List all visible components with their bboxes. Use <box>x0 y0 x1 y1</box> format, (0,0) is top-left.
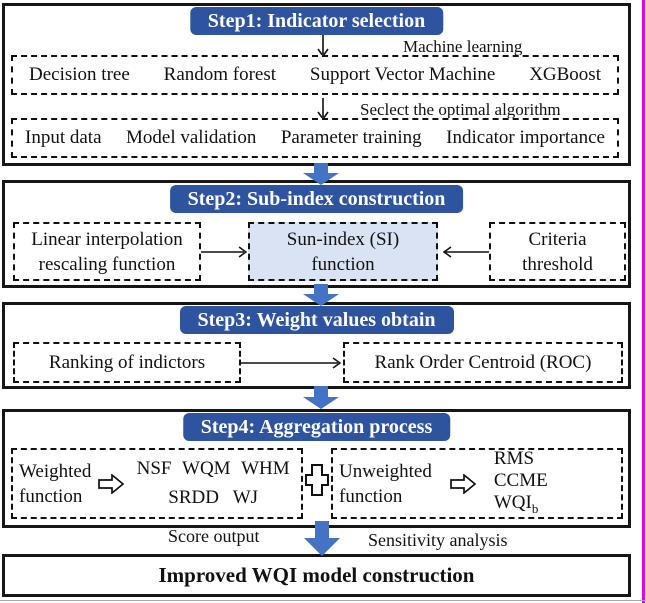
method-item: SRDD <box>168 487 219 508</box>
algorithm-item: Support Vector Machine <box>309 64 496 85</box>
method-item: WJ <box>232 487 259 508</box>
score-output-label: Score output <box>168 526 260 546</box>
right-arrow-icon <box>201 246 248 258</box>
sub-index-box: Sun-index (SI) function <box>248 222 438 281</box>
magenta-border-line <box>642 0 645 603</box>
block-arrow-icon <box>303 284 339 306</box>
box-line: Weighted <box>19 460 92 482</box>
method-item: NSF <box>136 458 172 479</box>
box-line: function <box>311 253 375 275</box>
algorithm-item: Decision tree <box>29 64 130 85</box>
plus-icon <box>305 464 329 496</box>
box-line: Criteria <box>528 228 587 250</box>
box-line: threshold <box>522 253 593 275</box>
right-arrow-icon <box>241 357 342 369</box>
method-item: RMS <box>493 447 535 469</box>
box-line: function <box>19 485 83 507</box>
hollow-right-arrow-icon <box>450 473 476 494</box>
step3-title: Step3: Weight values obtain <box>197 309 436 331</box>
block-arrow-icon <box>303 163 339 185</box>
algorithm-item: XGBoost <box>529 64 601 85</box>
left-arrow-icon <box>442 246 489 258</box>
training-box: Input data Model validation Parameter tr… <box>11 118 619 158</box>
criteria-threshold-box: Criteria threshold <box>489 222 626 281</box>
training-item: Input data <box>25 127 102 148</box>
box-line: Rank Order Centroid (ROC) <box>374 352 592 373</box>
wqi-base: WQI <box>493 491 532 513</box>
box-line: Unweighted <box>339 460 432 482</box>
training-item: Parameter training <box>280 127 422 148</box>
box-line: Ranking of indictors <box>48 352 206 373</box>
method-item: WQIb <box>494 492 538 520</box>
algorithms-box: Decision tree Random forest Support Vect… <box>11 55 619 95</box>
ranking-box: Ranking of indictors <box>13 342 241 383</box>
block-arrow-icon <box>303 386 339 409</box>
final-box: Improved WQI model construction <box>2 554 631 597</box>
section-step2: Step2: Sub-index construction Linear int… <box>2 180 631 288</box>
sensitivity-label: Sensitivity analysis <box>368 530 508 550</box>
step1-title: Step1: Indicator selection <box>207 10 426 32</box>
step3-header: Step3: Weight values obtain <box>179 306 454 334</box>
box-line: rescaling function <box>38 253 176 275</box>
section-step1: Step1: Indicator selection Machine learn… <box>2 3 631 166</box>
section-step4: Step4: Aggregation process Weighted func… <box>2 409 631 528</box>
method-item: WHM <box>241 458 290 479</box>
training-item: Model validation <box>126 127 257 148</box>
section-step3: Step3: Weight values obtain Ranking of i… <box>2 302 631 389</box>
step1-header: Step1: Indicator selection <box>189 7 444 35</box>
wqi-subscript: b <box>531 500 539 516</box>
box-line: Linear interpolation <box>31 228 183 250</box>
step2-header: Step2: Sub-index construction <box>169 185 464 213</box>
unweighted-box: Unweighted function RMS CCME WQIb <box>331 448 623 519</box>
final-title: Improved WQI model construction <box>158 563 475 587</box>
training-item: Indicator importance <box>446 127 605 148</box>
step2-title: Step2: Sub-index construction <box>187 188 446 210</box>
select-optimal-label: Seclect the optimal algorithm <box>360 100 561 119</box>
weighted-methods: NSF WQM WHM SRDD WJ <box>131 458 295 509</box>
weighted-box: Weighted function NSF WQM WHM SRDD WJ <box>11 448 303 519</box>
step4-header: Step4: Aggregation process <box>182 413 451 441</box>
unweighted-methods: RMS CCME WQIb <box>494 448 548 520</box>
roc-box: Rank Order Centroid (ROC) <box>343 342 623 383</box>
method-item: CCME <box>493 469 548 491</box>
algorithm-item: Random forest <box>163 64 277 85</box>
method-item: WQM <box>182 458 231 479</box>
block-arrow-icon <box>304 521 340 556</box>
machine-learning-label: Machine learning <box>403 37 523 56</box>
unweighted-function-label: Unweighted function <box>339 459 432 509</box>
hollow-right-arrow-icon <box>98 473 125 494</box>
linear-interpolation-box: Linear interpolation rescaling function <box>13 222 201 281</box>
step4-title: Step4: Aggregation process <box>200 416 433 438</box>
box-line: function <box>339 485 403 507</box>
bottom-border-line <box>0 600 646 601</box>
weighted-function-label: Weighted function <box>19 459 91 509</box>
box-line: Sun-index (SI) <box>286 228 400 250</box>
